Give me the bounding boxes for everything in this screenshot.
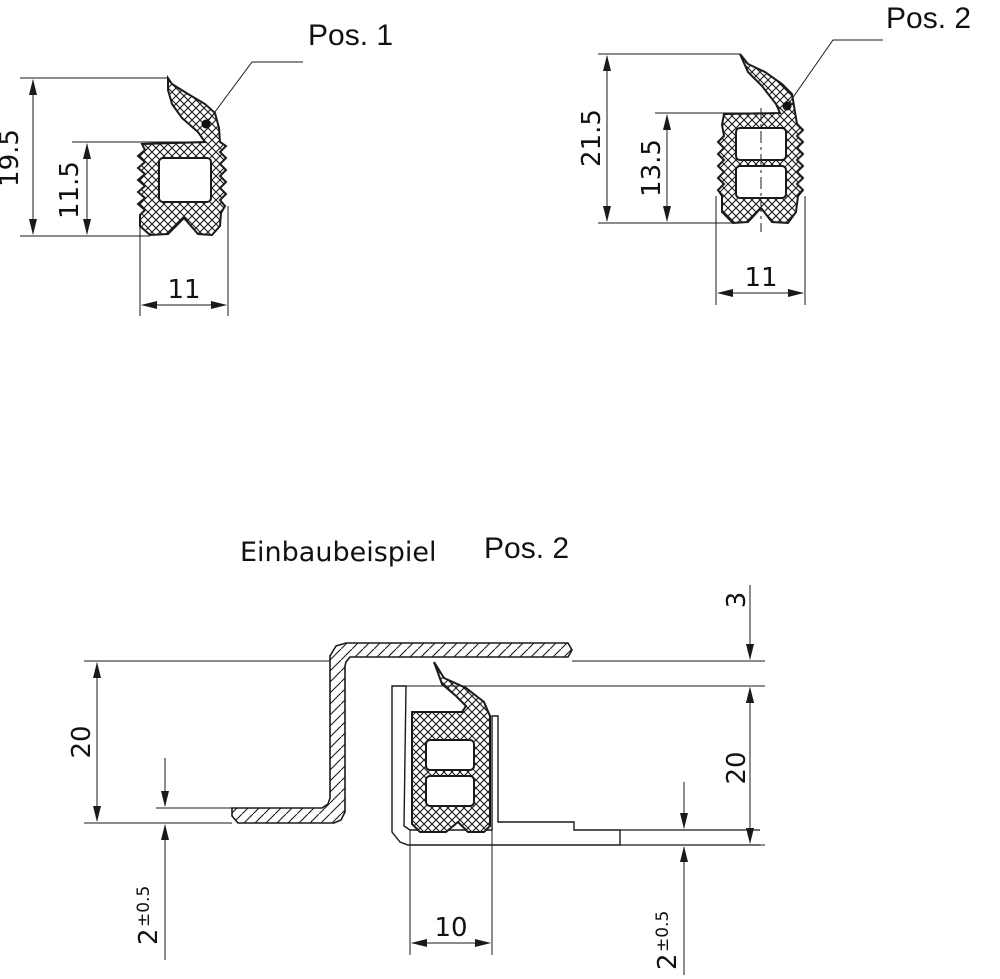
dim-pos2-width-value: 11 [744, 263, 777, 293]
dim-install-width-value: 10 [434, 913, 467, 943]
dim-install-left-height-value: 20 [67, 725, 97, 758]
dim-pos1-width-value: 11 [167, 275, 200, 305]
label-pos2: Pos. 2 [886, 2, 971, 35]
leader-pos2 [786, 39, 883, 107]
dim-install-right-height-value: 20 [722, 751, 752, 784]
dim-install-left-tol-base: 2 [134, 928, 164, 945]
dim-install-right-tol-sup: ±0.5 [653, 911, 673, 952]
profile-pos1: Pos. 1 19.5 11.5 11 [0, 19, 393, 316]
dim-pos2-total-value: 21.5 [577, 109, 607, 167]
dim-install-gap-value: 3 [722, 592, 752, 609]
profile-pos2: Pos. 2 21.5 13.5 11 [577, 2, 971, 305]
dim-pos1-total-value: 19.5 [0, 129, 25, 187]
dim-pos1-body-value: 11.5 [55, 161, 85, 219]
installation-example: Einbaubeispiel Pos. 2 20 2 ±0.5 [67, 532, 765, 975]
seal-installed-hole-top [425, 739, 475, 771]
dim-install-left-tol-sup: ±0.5 [134, 886, 154, 927]
door-frame [391, 685, 621, 846]
seal-installed-hole-bottom [425, 775, 475, 807]
sheet-metal-upper [231, 642, 573, 824]
section-title: Einbaubeispiel [240, 537, 437, 568]
leader-pos1 [205, 61, 303, 125]
dim-install-right-tol-base: 2 [653, 953, 683, 970]
label-pos1: Pos. 1 [308, 19, 393, 52]
dim-pos2-body-value: 13.5 [637, 139, 667, 197]
seal-pos1-body [136, 74, 228, 237]
section-pos: Pos. 2 [484, 532, 569, 565]
seal-pos1-hole [158, 157, 212, 203]
